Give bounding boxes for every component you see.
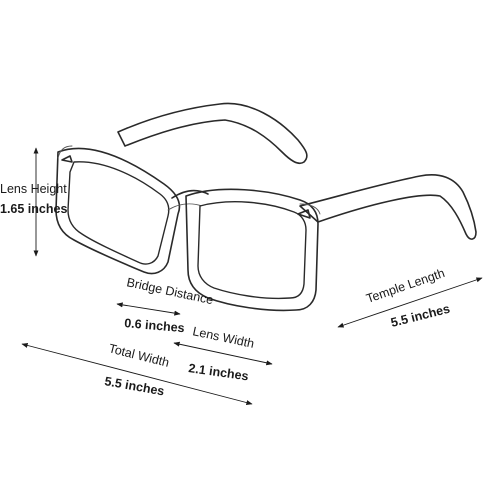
temple-length-dimension: Temple Length 5.5 inches (337, 266, 483, 330)
right-hinge-rivet (297, 209, 311, 219)
lens-height-label: Lens Height (0, 182, 67, 196)
lens-height-dimension: Lens Height 1.65 inches (0, 147, 67, 257)
right-lens (197, 201, 307, 300)
lens-height-value: 1.65 inches (0, 202, 67, 216)
bridge-distance-label: Bridge Distance (125, 275, 214, 307)
lens-width-label: Lens Width (191, 324, 255, 351)
bridge-inner (167, 203, 203, 211)
left-lens-frame (55, 147, 181, 275)
bridge-distance-value: 0.6 inches (124, 316, 185, 335)
left-hinge-rivet (61, 155, 73, 163)
right-lens-frame (185, 188, 319, 312)
temple-length-label: Temple Length (364, 266, 446, 306)
frame-edge-line-2 (299, 203, 321, 215)
total-width-value: 5.5 inches (103, 374, 165, 398)
glasses-illustration (55, 102, 477, 312)
left-lens (67, 161, 170, 265)
frame-edge-line (57, 145, 73, 159)
near-temple-arm (299, 174, 477, 240)
bridge (171, 189, 209, 199)
far-temple-arm (117, 102, 308, 165)
lens-width-dimension: Lens Width 2.1 inches (173, 324, 273, 383)
lens-width-value: 2.1 inches (188, 361, 250, 383)
total-width-label: Total Width (107, 341, 170, 370)
